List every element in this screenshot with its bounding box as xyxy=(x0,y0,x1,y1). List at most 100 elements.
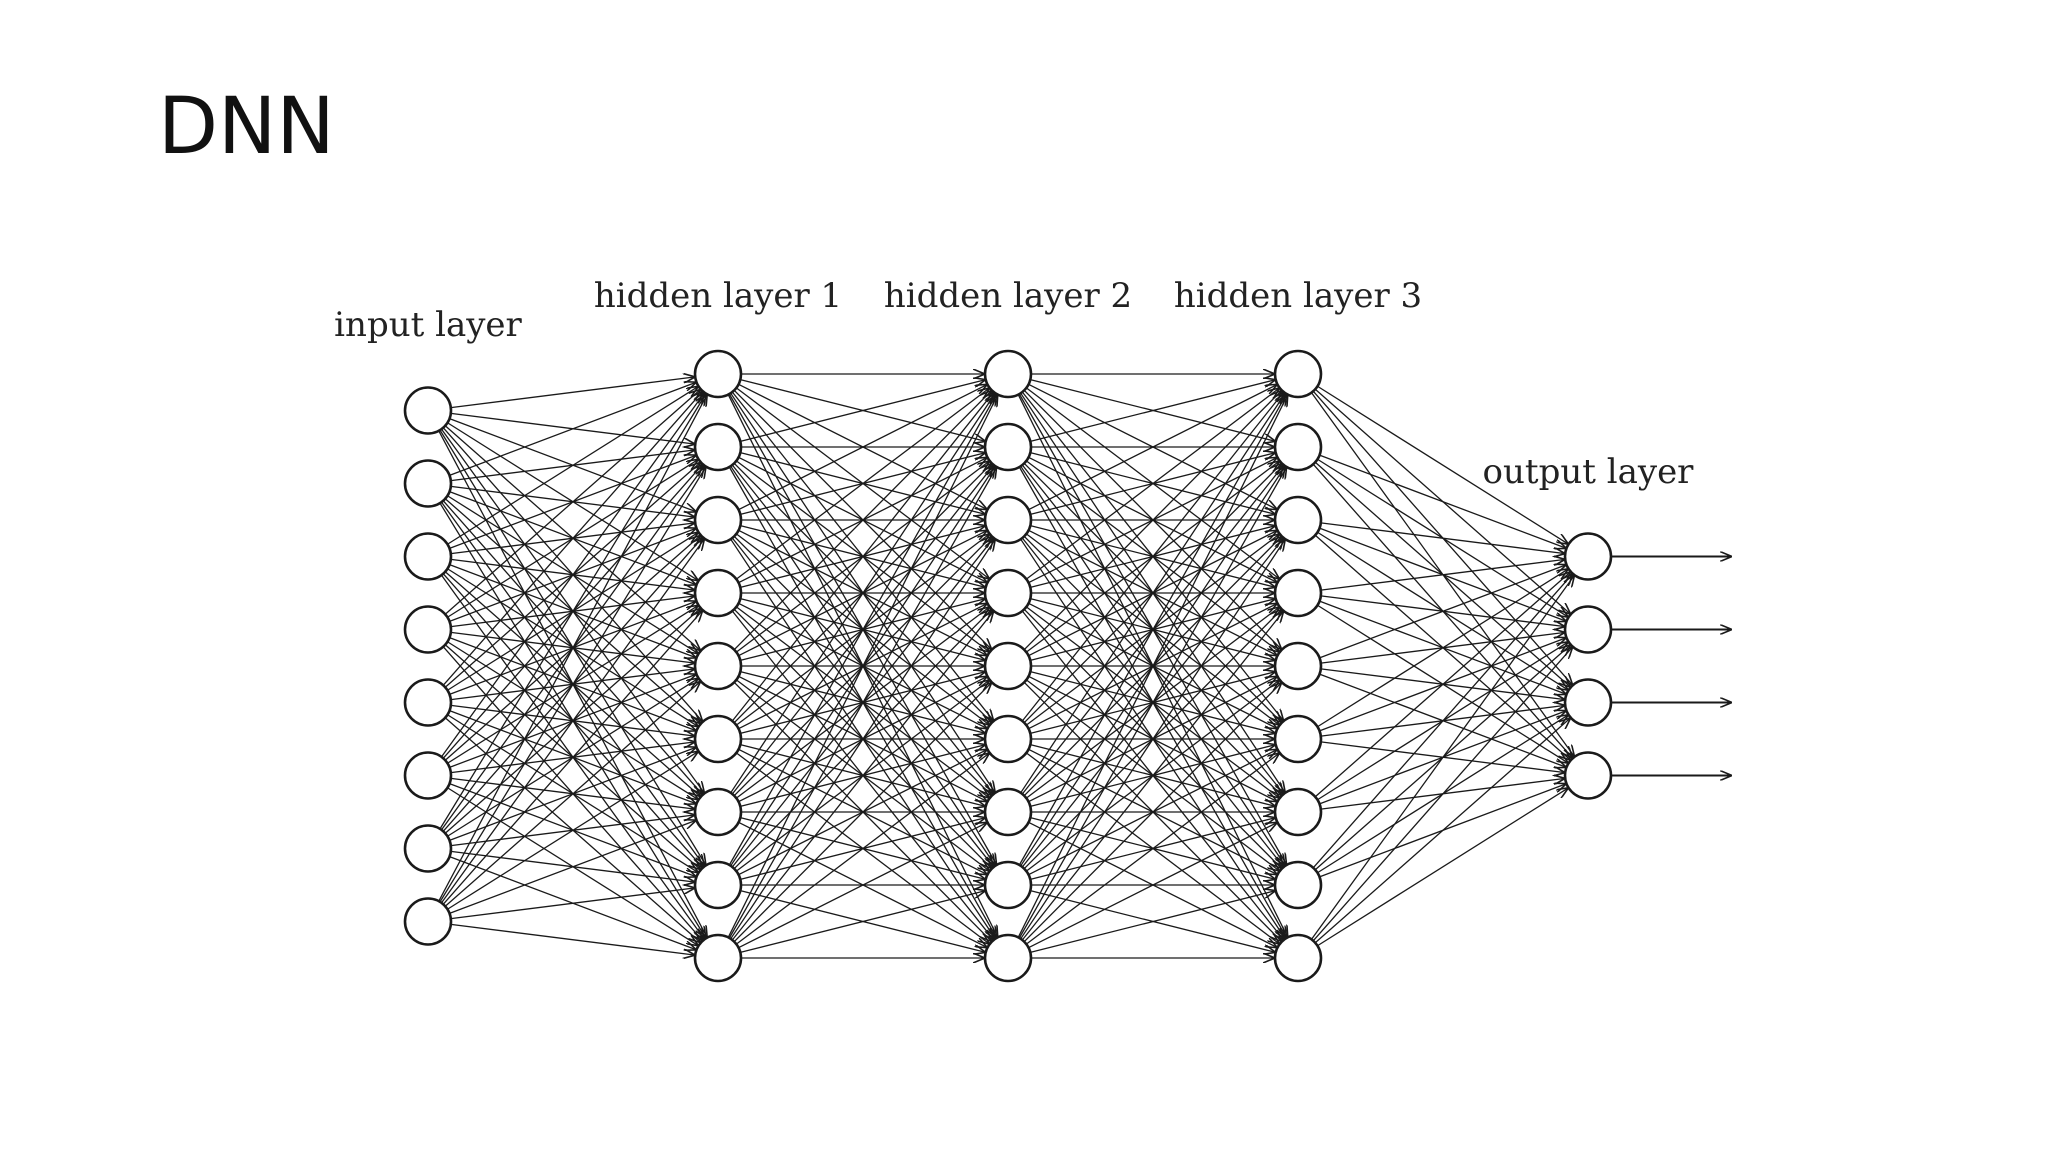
neuron-layer-0-5 xyxy=(403,751,453,800)
edge-l2-n8-to-l3-n5 xyxy=(1025,753,1278,945)
edge-l2-n8-to-l3-n0 xyxy=(1017,395,1287,938)
neuron-layer-1-4 xyxy=(693,641,743,691)
edge-l1-n3-to-l2-n0 xyxy=(735,388,988,580)
neuron-layer-1-7 xyxy=(693,860,743,910)
neuron-layer-4-2 xyxy=(1563,678,1613,727)
edge-l0-n3-to-l1-n0 xyxy=(444,390,700,615)
edge-l1-n8-to-l2-n6 xyxy=(738,823,987,949)
edge-l0-n6-to-l1-n0 xyxy=(439,394,705,830)
edge-l3-n4-to-l4-n0 xyxy=(1319,565,1566,659)
edge-l0-n7-to-l1-n1 xyxy=(439,467,705,903)
neuron-layer-3-7 xyxy=(1273,860,1323,910)
neuron-layer-1-6 xyxy=(693,787,743,837)
edge-l2-n8-to-l3-n2 xyxy=(1020,540,1285,940)
edge-l3-n8-to-l4-n3 xyxy=(1317,788,1567,947)
neuron-layer-4-3 xyxy=(1563,751,1613,800)
edge-l3-n1-to-l4-n0 xyxy=(1319,454,1566,548)
nodes-group xyxy=(403,349,1613,983)
neuron-layer-0-3 xyxy=(403,605,453,654)
edge-l1-n1-to-l2-n0 xyxy=(740,380,984,443)
hidden-layer-3-label: hidden layer 3 xyxy=(1174,276,1422,316)
edge-l1-n8-to-l2-n7 xyxy=(740,891,984,954)
neuron-layer-1-1 xyxy=(693,422,743,472)
edge-l0-n7-to-l1-n8 xyxy=(450,923,694,955)
edge-l1-n8-to-l2-n2 xyxy=(730,540,995,940)
edge-l0-n2-to-l1-n0 xyxy=(447,387,697,545)
neuron-layer-0-0 xyxy=(403,386,453,435)
neuron-layer-2-1 xyxy=(983,422,1033,472)
neuron-layer-2-3 xyxy=(983,568,1033,618)
edge-l1-n8-to-l2-n1 xyxy=(728,468,996,939)
neuron-layer-2-5 xyxy=(983,714,1033,764)
neuron-layer-0-1 xyxy=(403,459,453,508)
neuron-layer-3-0 xyxy=(1273,349,1323,399)
edge-l1-n8-to-l2-n5 xyxy=(735,753,988,945)
edge-l2-n6-to-l3-n0 xyxy=(1020,394,1285,794)
edge-l1-n8-to-l2-n4 xyxy=(733,683,991,943)
edge-l1-n8-to-l2-n0 xyxy=(727,395,997,938)
input-layer-label: input layer xyxy=(334,305,522,345)
neuron-layer-3-4 xyxy=(1273,641,1323,691)
edge-l1-n5-to-l2-n0 xyxy=(731,393,993,722)
edge-l3-n6-to-l4-n0 xyxy=(1314,572,1570,798)
neuron-layer-0-6 xyxy=(403,824,453,873)
edge-l2-n1-to-l3-n0 xyxy=(1030,380,1274,443)
neuron-layer-2-8 xyxy=(983,933,1033,983)
neuron-layer-2-0 xyxy=(983,349,1033,399)
edge-l2-n8-to-l3-n3 xyxy=(1021,612,1283,941)
edge-l3-n7-to-l4-n0 xyxy=(1312,574,1572,869)
neuron-layer-2-2 xyxy=(983,495,1033,545)
edge-l2-n8-to-l3-n1 xyxy=(1018,468,1286,939)
edge-l2-n8-to-l3-n6 xyxy=(1028,823,1277,949)
edge-l2-n4-to-l3-n0 xyxy=(1023,391,1281,651)
edge-l3-n5-to-l4-n0 xyxy=(1317,569,1567,728)
edge-l3-n3-to-l4-n0 xyxy=(1320,559,1564,591)
edge-l3-n0-to-l4-n0 xyxy=(1317,385,1567,543)
edges-group xyxy=(438,374,1574,958)
neuron-layer-3-2 xyxy=(1273,495,1323,545)
neuron-layer-0-2 xyxy=(403,532,453,581)
edge-l3-n8-to-l4-n0 xyxy=(1310,576,1573,940)
edge-l0-n0-to-l1-n0 xyxy=(450,377,694,409)
edge-l2-n5-to-l3-n0 xyxy=(1021,393,1283,722)
edge-l0-n7-to-l1-n7 xyxy=(450,888,694,920)
edge-l0-n7-to-l1-n4 xyxy=(444,682,700,907)
edge-l1-n2-to-l2-n0 xyxy=(738,385,987,511)
neuron-layer-3-1 xyxy=(1273,422,1323,472)
edge-l1-n7-to-l2-n0 xyxy=(728,395,996,866)
edge-l0-n7-to-l1-n2 xyxy=(440,539,703,904)
neuron-layer-3-8 xyxy=(1273,933,1323,983)
edge-l1-n6-to-l2-n0 xyxy=(730,394,995,794)
edge-l0-n7-to-l1-n3 xyxy=(442,611,702,905)
neuron-layer-2-7 xyxy=(983,860,1033,910)
edge-l3-n8-to-l4-n2 xyxy=(1314,718,1570,944)
output-arrows-group xyxy=(1611,557,1731,776)
neuron-layer-1-3 xyxy=(693,568,743,618)
edge-l2-n2-to-l3-n0 xyxy=(1028,385,1277,511)
edge-l2-n7-to-l3-n0 xyxy=(1018,395,1286,866)
neuron-layer-2-6 xyxy=(983,787,1033,837)
neuron-layer-0-4 xyxy=(403,678,453,727)
neuron-layer-4-1 xyxy=(1563,605,1613,654)
edge-l1-n4-to-l2-n0 xyxy=(733,391,991,651)
edge-l0-n4-to-l1-n0 xyxy=(442,392,702,686)
neuron-layer-2-4 xyxy=(983,641,1033,691)
neuron-layer-1-8 xyxy=(693,933,743,983)
edge-l1-n8-to-l2-n3 xyxy=(731,612,993,941)
edge-l0-n7-to-l1-n6 xyxy=(449,820,696,914)
neuron-layer-1-5 xyxy=(693,714,743,764)
edge-l2-n3-to-l3-n0 xyxy=(1025,388,1278,580)
neuron-layer-3-6 xyxy=(1273,787,1323,837)
neuron-layer-1-2 xyxy=(693,495,743,545)
edge-l2-n8-to-l3-n7 xyxy=(1030,891,1274,954)
edge-l0-n1-to-l1-n0 xyxy=(449,382,696,476)
neuron-layer-0-7 xyxy=(403,897,453,946)
edge-l0-n7-to-l1-n0 xyxy=(438,395,707,902)
edge-l0-n7-to-l1-n5 xyxy=(447,752,697,910)
hidden-layer-2-label: hidden layer 2 xyxy=(884,276,1132,316)
edge-l3-n2-to-l4-n0 xyxy=(1320,522,1564,554)
edge-l3-n8-to-l4-n1 xyxy=(1312,647,1572,942)
hidden-layer-1-label: hidden layer 1 xyxy=(594,276,842,316)
neuron-layer-1-0 xyxy=(693,349,743,399)
